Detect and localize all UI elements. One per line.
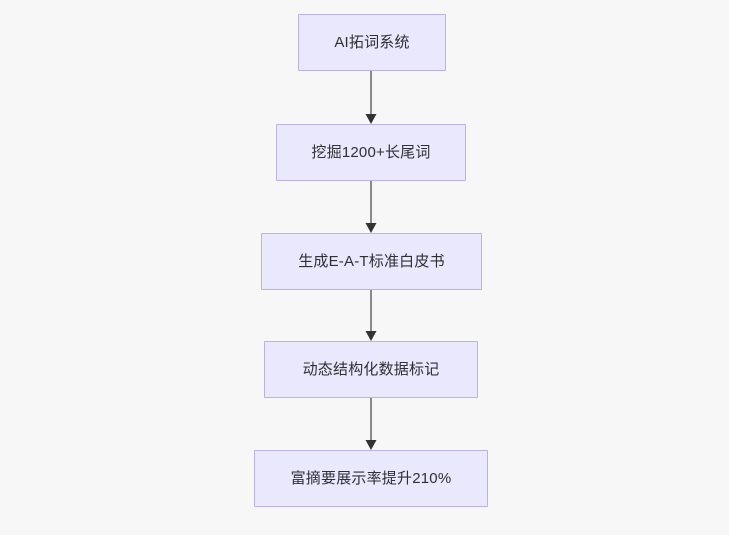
flow-node-generate-eat-whitepaper[interactable]: 生成E-A-T标准白皮书	[261, 233, 482, 290]
flow-node-rich-snippet-rate-increase[interactable]: 富摘要展示率提升210%	[254, 450, 488, 507]
flow-node-mine-longtail-keywords[interactable]: 挖掘1200+长尾词	[276, 124, 466, 181]
flow-node-label: 动态结构化数据标记	[302, 360, 440, 378]
flow-node-label: 挖掘1200+长尾词	[311, 143, 431, 161]
flow-node-label: AI拓词系统	[334, 33, 410, 51]
flow-node-label: 富摘要展示率提升210%	[290, 469, 452, 487]
flow-node-dynamic-structured-data-markup[interactable]: 动态结构化数据标记	[264, 341, 478, 398]
flow-arrow-connector	[363, 181, 379, 233]
flow-arrow-connector	[363, 71, 379, 124]
flow-arrow-connector	[363, 398, 379, 450]
flow-arrow-connector	[363, 290, 379, 341]
flow-node-ai-keyword-system[interactable]: AI拓词系统	[298, 14, 446, 71]
flow-node-label: 生成E-A-T标准白皮书	[298, 252, 445, 270]
